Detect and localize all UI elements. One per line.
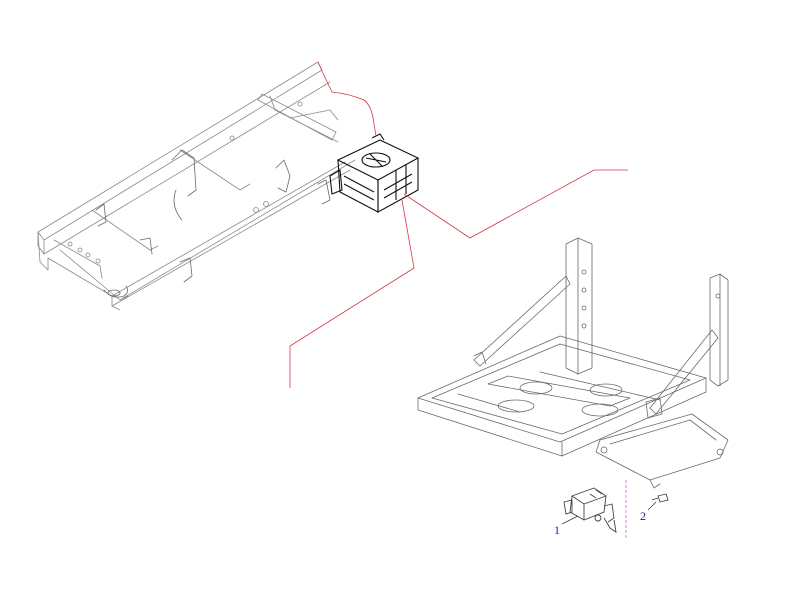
battery-tray	[417, 237, 729, 489]
chassis-frame	[37, 61, 356, 311]
bolt-part	[651, 493, 669, 503]
callout-1: 1	[554, 515, 579, 537]
callout-1-label: 1	[554, 523, 560, 537]
leader-lines	[289, 61, 628, 388]
callout-2: 2	[640, 501, 657, 523]
callout-2-label: 2	[640, 509, 646, 523]
battery-switch-part	[563, 487, 617, 533]
battery-box	[329, 133, 420, 213]
